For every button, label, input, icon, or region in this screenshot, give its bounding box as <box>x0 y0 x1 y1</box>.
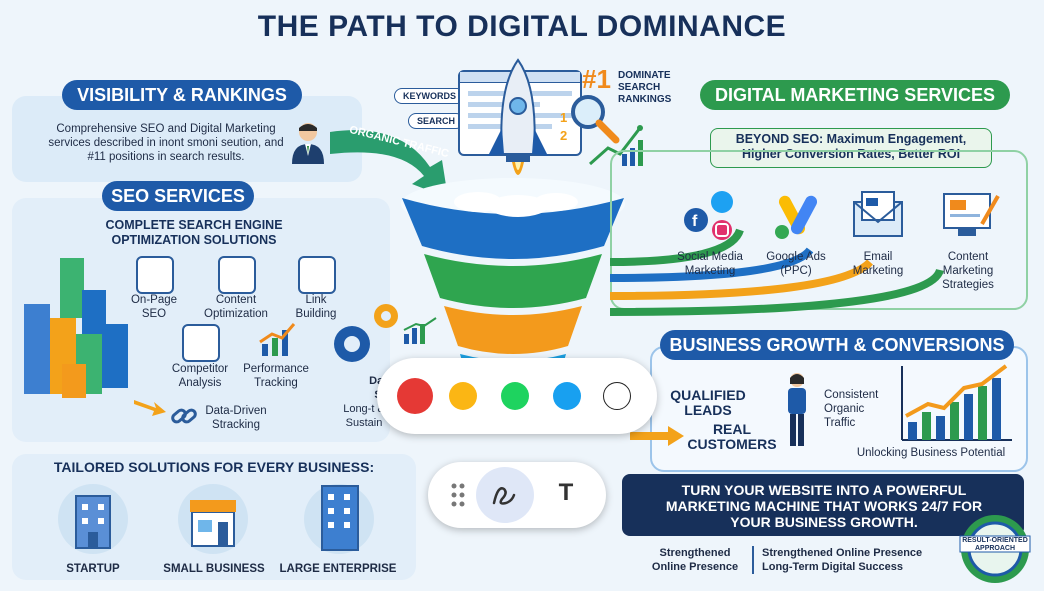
competitor-analysis-icon <box>182 324 220 362</box>
seo-services-heading: SEO SERVICES <box>102 181 254 211</box>
growth-chart-icon <box>898 364 1014 442</box>
organic-traffic-arrow <box>330 112 460 202</box>
dms-subheading-box <box>710 128 992 168</box>
text-tool-button[interactable]: T <box>558 479 574 506</box>
on-page-seo-icon <box>136 256 174 294</box>
google-ads-icon <box>772 192 824 240</box>
content-optimization-icon <box>218 256 256 294</box>
content-marketing-icon <box>942 190 1000 240</box>
color-blue-swatch[interactable] <box>553 382 581 410</box>
growth-heading: BUSINESS GROWTH & CONVERSIONS <box>660 330 1014 360</box>
person-with-tablet <box>782 372 812 448</box>
growth-chart-small-icon <box>588 124 648 168</box>
search-chip: SEARCH <box>408 113 465 129</box>
rank-text: DOMINATE SEARCH RANKINGS <box>618 70 672 105</box>
dms-item-google-ads: Google Ads (PPC) <box>766 251 826 277</box>
seo-services-subheading: COMPLETE SEARCH ENGINE OPTIMIZATION SOLU… <box>105 218 283 247</box>
rank-number: #1 <box>582 64 611 94</box>
drag-handle-icon[interactable] <box>450 482 466 508</box>
color-red-swatch[interactable] <box>397 378 433 414</box>
drawing-tools-toolbar: T <box>428 462 606 528</box>
color-white-swatch[interactable] <box>603 382 631 410</box>
email-icon <box>852 190 904 240</box>
large-enterprise-icon <box>314 482 366 552</box>
orange-leads-arrow <box>630 424 684 448</box>
dms-item-social: Social Media Marketing <box>677 251 743 277</box>
rank-list-num-1: 1 <box>560 110 568 125</box>
svg-text:f: f <box>692 213 698 230</box>
seo-item-link-building: Link Building <box>295 294 337 320</box>
person-avatar <box>288 120 328 164</box>
chain-link-icon <box>170 402 198 430</box>
orange-arrow-icon <box>134 396 168 416</box>
gears-icon <box>326 300 406 370</box>
rank-list-num-2: 2 <box>560 128 568 143</box>
tailored-heading: TAILORED SOLUTIONS FOR EVERY BUSINESS: <box>53 459 375 475</box>
mini-chart-icon <box>402 316 438 346</box>
color-yellow-swatch[interactable] <box>449 382 477 410</box>
squiggle-pen-icon <box>492 487 516 505</box>
page-title: THE PATH TO DIGITAL DOMINANCE <box>257 10 787 43</box>
seo-item-on-page: On-Page SEO <box>130 294 178 320</box>
seo-item-competitor-analysis: Competitor Analysis <box>171 363 229 389</box>
dms-connectors <box>600 210 980 320</box>
keywords-chip: KEYWORDS <box>394 88 466 104</box>
performance-tracking-icon <box>258 322 298 358</box>
partial-label-long-term: Long-t & Sustain <box>343 403 385 429</box>
footer-right-1: Strengthened Online Presence <box>762 547 923 559</box>
growth-customers: REAL CUSTOMERS <box>687 421 777 452</box>
dms-heading: DIGITAL MARKETING SERVICES <box>700 80 1010 110</box>
small-business-icon <box>188 494 238 548</box>
rocket-icon <box>482 58 554 190</box>
result-badge-label: RESULT-ORIENTED APPROACH <box>962 537 1028 552</box>
tailored-startup: STARTUP <box>66 563 120 575</box>
seo-item-performance-tracking: Performance Tracking <box>243 363 309 389</box>
dms-item-content: Content Marketing Strategies <box>942 251 994 291</box>
machine-banner <box>622 474 1024 536</box>
result-badge-icon <box>958 512 1032 586</box>
growth-potential: Unlocking Business Potential <box>856 447 1006 459</box>
color-green-swatch[interactable] <box>501 382 529 410</box>
seo-item-data-driven: Data-Driven Stracking <box>205 405 267 431</box>
visibility-heading: VISIBILITY & RANKINGS <box>62 80 302 110</box>
growth-organic: Consistent Organic Traffic <box>824 389 879 429</box>
link-building-icon <box>298 256 336 294</box>
tailored-large-enterprise: LARGE ENTERPRISE <box>279 563 397 575</box>
social-media-icon: f <box>682 190 736 242</box>
color-picker-toolbar <box>377 358 657 434</box>
footer-left: Strengthened Online Presence <box>651 547 739 573</box>
magnifier-icon <box>566 90 622 146</box>
dms-item-email: Email Marketing <box>852 251 904 277</box>
footer-divider <box>752 546 754 574</box>
seo-item-content-optimization: Content Optimization <box>204 294 268 320</box>
visibility-description: Comprehensive SEO and Digital Marketing … <box>48 123 284 163</box>
pen-tool-button[interactable] <box>476 467 534 523</box>
startup-building-icon <box>72 488 114 550</box>
machine-text: TURN YOUR WEBSITE INTO A POWERFUL MARKET… <box>665 482 983 530</box>
tailored-small-business: SMALL BUSINESS <box>163 563 265 575</box>
isometric-blocks-icon <box>20 254 140 404</box>
footer-right-2: Long-Term Digital Success <box>762 561 903 573</box>
growth-leads: QUALIFIED LEADS <box>670 387 746 418</box>
